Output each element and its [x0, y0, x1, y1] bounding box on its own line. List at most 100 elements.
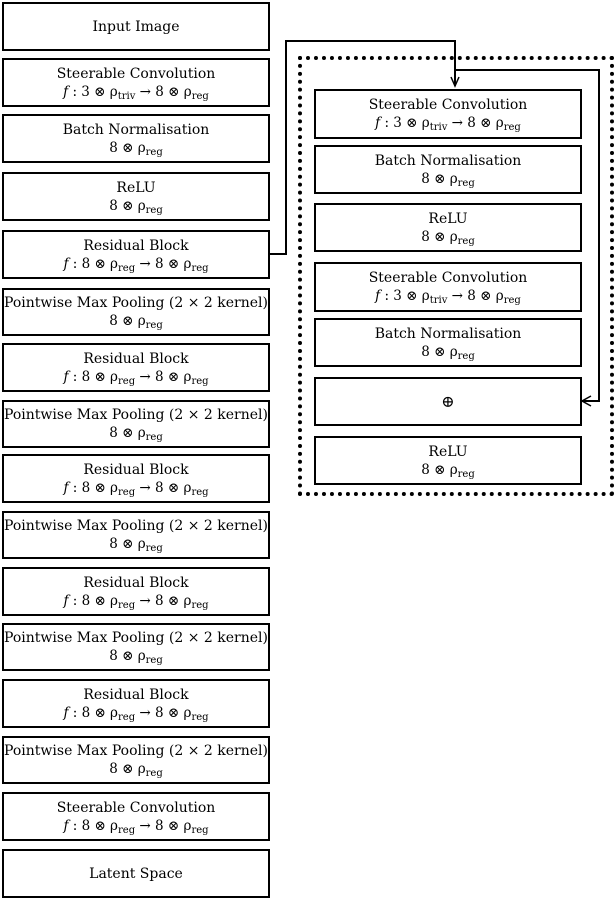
representation-subscript: reg [191, 375, 209, 387]
block-title: Steerable Convolution [56, 65, 216, 82]
network-block-pointwise-max-pooling-2-2-kernel: Pointwise Max Pooling (2 × 2 kernel)8 ⊗ … [2, 288, 270, 336]
block-representation: f : 8 ⊗ ρreg → 8 ⊗ ρreg [63, 368, 209, 387]
block-title: Residual Block [83, 350, 189, 367]
representation-subscript: reg [503, 122, 521, 133]
representation-output: → 8 ⊗ ρ [135, 704, 192, 721]
block-title: ReLU [428, 443, 468, 460]
function-symbol: f [63, 592, 69, 609]
block-representation: 8 ⊗ ρreg [421, 461, 475, 480]
block-title: Steerable Convolution [56, 799, 216, 816]
block-title: Latent Space [89, 865, 183, 882]
block-representation: f : 8 ⊗ ρreg → 8 ⊗ ρreg [63, 479, 209, 498]
block-representation: 8 ⊗ ρreg [109, 139, 163, 158]
representation-text: 8 ⊗ ρ [421, 228, 458, 245]
block-representation: 8 ⊗ ρreg [109, 760, 163, 779]
network-block-latent-space: Latent Space [2, 849, 270, 898]
function-symbol: f [63, 479, 69, 496]
block-title: ⊕ [441, 391, 455, 411]
block-title: Batch Normalisation [62, 121, 210, 138]
representation-subscript: reg [457, 235, 475, 247]
representation-subscript: reg [118, 375, 136, 387]
representation-text: 8 ⊗ ρ [109, 761, 146, 777]
representation-subscript: reg [457, 350, 475, 362]
block-title: Pointwise Max Pooling (2 × 2 kernel) [4, 518, 268, 534]
block-title: Batch Normalisation [374, 152, 522, 169]
function-symbol: f [63, 704, 69, 721]
block-representation: f : 3 ⊗ ρtriv → 8 ⊗ ρreg [63, 83, 209, 102]
representation-text: 8 ⊗ ρ [109, 425, 146, 441]
representation-text: : 3 ⊗ ρ [380, 115, 430, 131]
representation-subscript: reg [457, 468, 475, 480]
representation-subscript: reg [145, 543, 163, 554]
function-symbol: f [375, 288, 381, 304]
representation-subscript: reg [145, 768, 163, 779]
block-representation: f : 3 ⊗ ρtriv → 8 ⊗ ρreg [375, 287, 521, 306]
representation-output: → 8 ⊗ ρ [135, 479, 192, 496]
representation-output: → 8 ⊗ ρ [135, 368, 192, 385]
block-representation: f : 8 ⊗ ρreg → 8 ⊗ ρreg [63, 592, 209, 611]
representation-subscript: reg [118, 262, 136, 274]
function-symbol: f [63, 368, 69, 385]
block-representation: 8 ⊗ ρreg [109, 312, 163, 331]
representation-text: : 8 ⊗ ρ [68, 255, 118, 272]
representation-subscript: reg [191, 90, 209, 102]
block-representation: 8 ⊗ ρreg [109, 424, 163, 443]
representation-text: 8 ⊗ ρ [421, 170, 458, 187]
representation-text: 8 ⊗ ρ [109, 139, 146, 156]
residual-block-detail-frame [298, 56, 614, 496]
representation-text: 8 ⊗ ρ [109, 313, 146, 329]
representation-subscript: reg [191, 599, 209, 611]
representation-text: : 3 ⊗ ρ [380, 288, 430, 304]
representation-subscript: reg [145, 204, 163, 216]
block-title: Pointwise Max Pooling (2 × 2 kernel) [4, 295, 268, 311]
block-representation: f : 8 ⊗ ρreg → 8 ⊗ ρreg [63, 817, 209, 836]
block-title: Input Image [92, 18, 180, 35]
block-representation: 8 ⊗ ρreg [421, 343, 475, 362]
representation-text: : 8 ⊗ ρ [68, 592, 118, 609]
representation-subscript: reg [145, 320, 163, 331]
representation-subscript: triv [117, 90, 136, 102]
function-symbol: f [63, 83, 69, 100]
representation-output: → 8 ⊗ ρ [135, 83, 192, 100]
block-representation: 8 ⊗ ρreg [109, 535, 163, 554]
representation-subscript: reg [191, 824, 209, 836]
block-title: Batch Normalisation [374, 325, 522, 342]
block-representation: f : 8 ⊗ ρreg → 8 ⊗ ρreg [63, 704, 208, 723]
representation-output: → 8 ⊗ ρ [135, 817, 192, 834]
representation-text: 8 ⊗ ρ [109, 536, 146, 552]
representation-subscript: triv [429, 295, 448, 306]
function-symbol: f [63, 817, 69, 834]
block-representation: 8 ⊗ ρreg [421, 170, 475, 189]
representation-subscript: reg [145, 655, 163, 666]
block-title: Pointwise Max Pooling (2 × 2 kernel) [4, 743, 268, 759]
representation-subscript: reg [118, 599, 136, 611]
block-title: Residual Block [83, 237, 189, 254]
block-title: Residual Block [83, 574, 189, 591]
block-title: Pointwise Max Pooling (2 × 2 kernel) [4, 630, 268, 646]
representation-subscript: reg [457, 177, 475, 189]
representation-subscript: reg [145, 432, 163, 443]
representation-output: → 8 ⊗ ρ [135, 255, 192, 272]
representation-subscript: reg [145, 146, 163, 158]
representation-subscript: reg [118, 824, 136, 836]
block-representation: f : 3 ⊗ ρtriv → 8 ⊗ ρreg [375, 114, 521, 133]
representation-text: 8 ⊗ ρ [109, 648, 146, 664]
block-title: ReLU [428, 210, 468, 227]
residual-block-sum: ⊕ [314, 377, 582, 426]
block-representation: 8 ⊗ ρreg [109, 197, 163, 216]
representation-subscript: reg [191, 486, 209, 498]
representation-subscript: reg [118, 711, 136, 723]
representation-text: 8 ⊗ ρ [421, 461, 458, 478]
